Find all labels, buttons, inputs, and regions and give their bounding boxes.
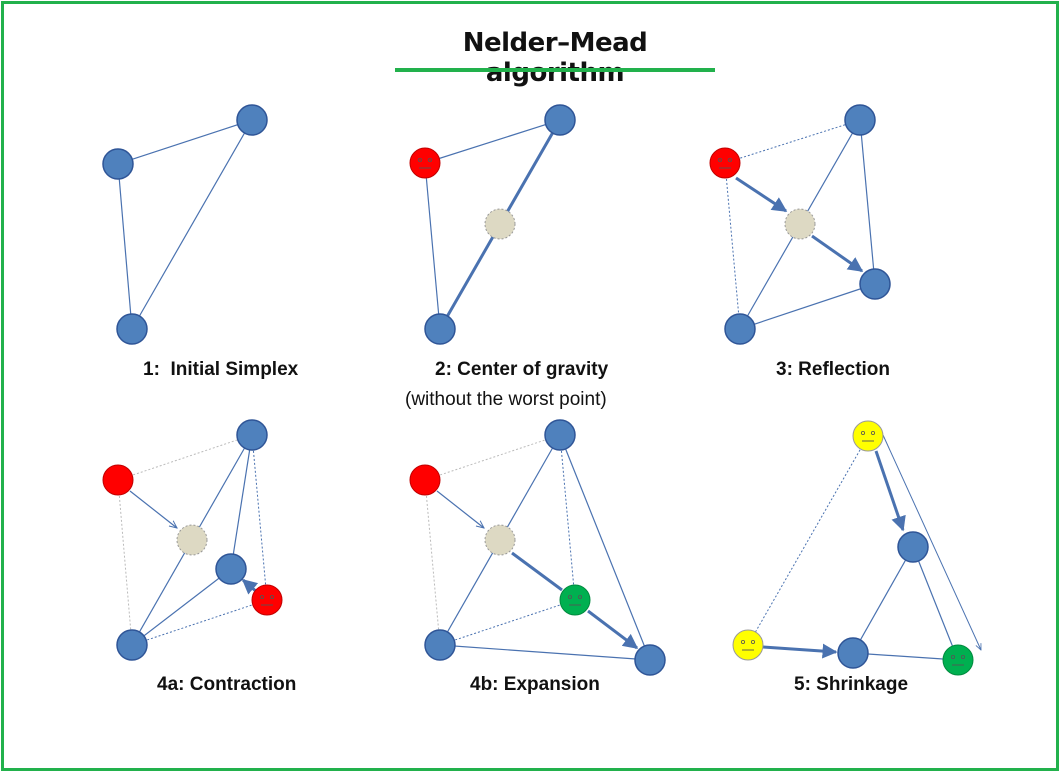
panel-reflection [709, 104, 891, 345]
edge [739, 283, 876, 330]
edge-dotted [747, 435, 869, 646]
old-vertex-node [732, 629, 764, 661]
edge [424, 119, 561, 164]
edge-dotted [117, 479, 133, 646]
caption-shrinkage: 5: Shrinkage [794, 674, 909, 695]
centroid-node [784, 208, 816, 240]
edge [117, 163, 133, 330]
edge-dotted [559, 434, 576, 601]
panel-contraction [102, 419, 283, 661]
contracted-node [215, 553, 247, 585]
vertex-node [236, 419, 268, 451]
edge-dotted [439, 599, 576, 646]
shrink-arrow [762, 643, 838, 659]
direction-arrow [129, 490, 177, 528]
panel-expansion [409, 419, 666, 676]
caption-contraction: 4a: Contraction [157, 674, 297, 695]
shrink-arrow [874, 450, 906, 532]
edge [230, 434, 253, 570]
worst-point-node [409, 147, 441, 179]
diagram-title: Nelder–Mead algorithm [462, 28, 648, 88]
edge [852, 652, 959, 661]
vertex-node [724, 313, 756, 345]
old-vertex-node [852, 420, 884, 452]
vertex-node [116, 313, 148, 345]
edge [852, 546, 914, 654]
panel-center-of-gravity [409, 104, 576, 345]
centroid-node [484, 208, 516, 240]
subcaption-center-of-gravity: (without the worst point) [405, 389, 607, 410]
shrink-guide-arrow [882, 434, 982, 650]
edge [131, 119, 253, 330]
panel-shrinkage [732, 420, 982, 676]
worst-point-node [409, 464, 441, 496]
vertex-node [544, 104, 576, 136]
caption-expansion: 4b: Expansion [470, 674, 600, 695]
expansion-arrow [587, 609, 639, 650]
edge [117, 119, 253, 165]
edge [859, 119, 876, 285]
vertex-node [544, 419, 576, 451]
panel-initial-simplex [102, 104, 268, 345]
edge [131, 568, 232, 646]
edge-dotted [424, 479, 441, 646]
vertex-node [424, 629, 456, 661]
vertex-node [116, 629, 148, 661]
caption-initial-simplex: 1: Initial Simplex [143, 359, 299, 380]
centroid-node [484, 524, 516, 556]
edge-dotted [724, 162, 741, 330]
expansion-line [511, 551, 563, 592]
direction-arrow [436, 490, 484, 528]
edge-dotted [424, 434, 561, 481]
vertex-node [236, 104, 268, 136]
reflection-arrow [735, 176, 788, 213]
vertex-node [897, 531, 929, 563]
edge-dotted [131, 599, 268, 646]
edge [424, 162, 441, 330]
reflected-better-node [559, 584, 591, 616]
edge [559, 434, 651, 661]
title-underline [395, 68, 715, 72]
expanded-node [634, 644, 666, 676]
vertex-node [102, 148, 134, 180]
reflected-worse-node [251, 584, 283, 616]
best-point-node [942, 644, 974, 676]
vertex-node [837, 637, 869, 669]
vertex-node [424, 313, 456, 345]
caption-reflection: 3: Reflection [776, 359, 891, 380]
edge [439, 644, 651, 661]
edge-dotted [117, 434, 253, 481]
reflected-node [859, 268, 891, 300]
edge [912, 546, 959, 661]
edge-dotted [724, 119, 861, 164]
worst-point-node [102, 464, 134, 496]
caption-center-of-gravity: 2: Center of gravity [435, 359, 609, 380]
worst-point-node [709, 147, 741, 179]
centroid-node [176, 524, 208, 556]
reflection-arrow [811, 234, 864, 273]
edge-dotted [251, 434, 268, 601]
vertex-node [844, 104, 876, 136]
